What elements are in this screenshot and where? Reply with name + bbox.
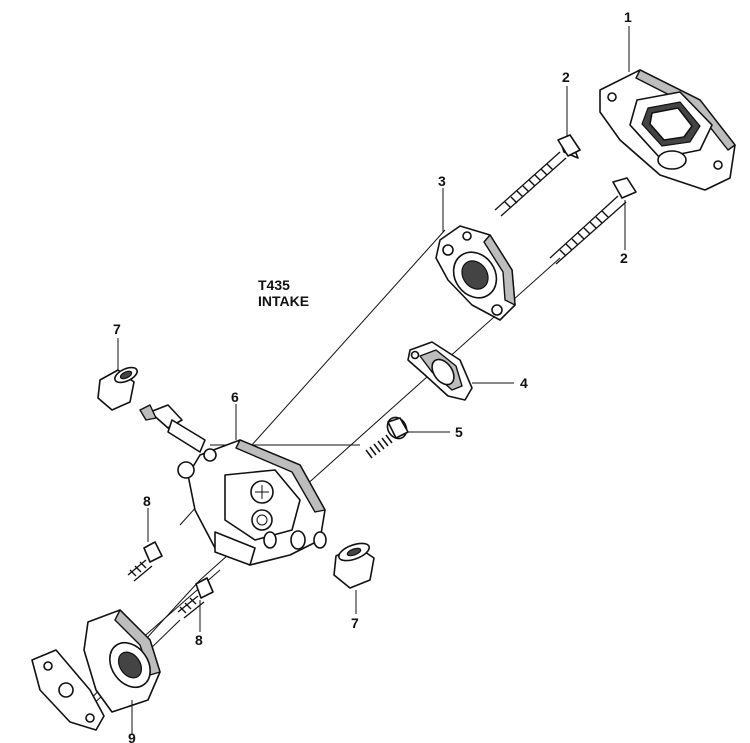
callout-9: 9: [128, 730, 136, 743]
part-1-intake-cover: [599, 69, 736, 191]
callout-5: 5: [455, 424, 463, 440]
part-3-intake-flange: [435, 225, 516, 321]
diagram-title-model: T435: [258, 277, 290, 293]
part-8-bolt-upper: [127, 541, 163, 582]
callout-4: 4: [520, 375, 528, 391]
part-7-spacer-lower: [333, 542, 375, 589]
callout-6: 6: [231, 389, 239, 405]
part-2-bolt-upper: [494, 134, 581, 217]
part-8-bolt-lower: [177, 577, 214, 619]
part-9-intake-manifold: [31, 609, 161, 731]
part-7-spacer-upper: [97, 366, 138, 411]
callout-2-lower: 2: [620, 250, 628, 266]
callout-8-lower: 8: [195, 632, 203, 648]
callout-2-upper: 2: [562, 69, 570, 85]
callout-1: 1: [624, 9, 632, 25]
diagram-title-assembly: INTAKE: [258, 293, 309, 309]
part-5-screw: [365, 416, 409, 459]
callout-8-upper: 8: [143, 493, 151, 509]
part-2-bolt-lower: [549, 177, 637, 265]
part-4-gasket: [407, 341, 473, 401]
callout-3: 3: [438, 173, 446, 189]
callout-7-lower: 7: [351, 615, 359, 631]
part-6-carburetor: [139, 404, 327, 566]
callout-leaders: [117, 26, 630, 734]
callout-7-upper: 7: [113, 321, 121, 337]
